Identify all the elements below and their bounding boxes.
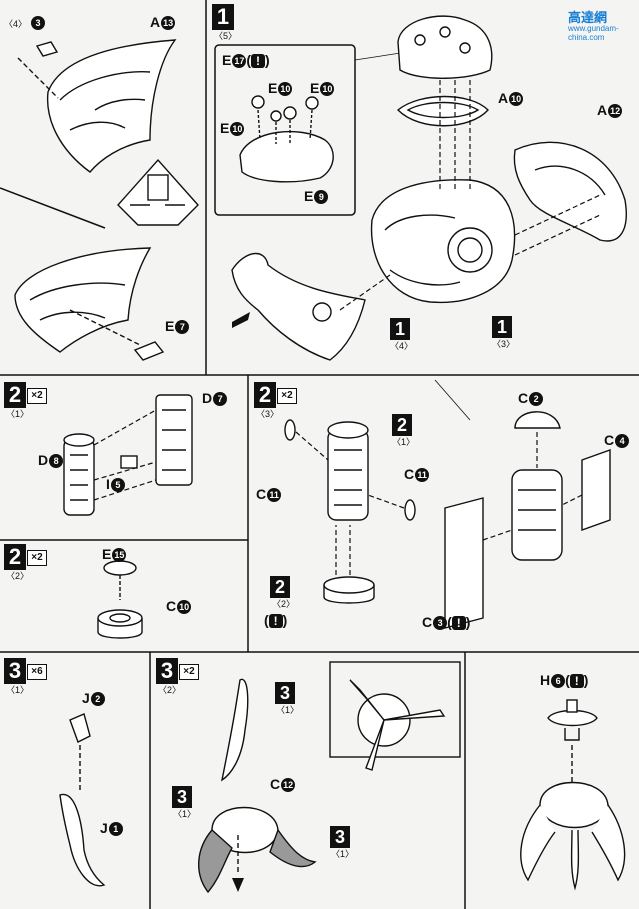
step-2-3-ref-2-sub: 〈2〉 — [272, 599, 296, 609]
back-shell-a12 — [513, 141, 627, 242]
cylinder-d8 — [63, 433, 95, 516]
cylinder-step2c — [284, 419, 416, 604]
step-3-2-ref-2-sub: 〈1〉 — [173, 809, 197, 819]
tripod-assembly — [520, 781, 626, 891]
claw-ref — [220, 678, 249, 782]
step-1-ref-3: 1 — [492, 316, 512, 338]
assembly-lines-2c — [295, 431, 405, 575]
head-core — [370, 179, 516, 304]
step-3-1-mult: ×6 — [27, 664, 47, 680]
step-1-ref-3-sub: 〈3〉 — [492, 339, 516, 349]
head-top-cap — [397, 15, 493, 79]
label-3: 3 — [30, 14, 45, 31]
step-3-2-badge: 3 — [156, 658, 178, 684]
ring-a10 — [396, 95, 489, 127]
step-3-2-ref-1-sub: 〈1〉 — [276, 705, 300, 715]
step-2-3-ref-1-sub: 〈1〉 — [392, 437, 416, 447]
step-3-2-ref-1: 3 — [275, 682, 295, 704]
base-c12 — [198, 806, 317, 894]
step-3-1-badge: 3 — [4, 658, 26, 684]
step-2-3-mult: ×2 — [277, 388, 297, 404]
step-3-2-mult: ×2 — [179, 664, 199, 680]
step-2-1-sub: 〈1〉 — [6, 409, 30, 419]
assembly-c2-c3-c4 — [444, 411, 611, 629]
step-1-ref-4-sub: 〈4〉 — [390, 341, 414, 351]
step-2-3-sub: 〈3〉 — [256, 409, 280, 419]
face-plate — [231, 252, 366, 361]
step-2-2-sub: 〈2〉 — [6, 571, 30, 581]
step-1-badge: 1 — [212, 4, 234, 30]
step-3-2-sub: 〈2〉 — [158, 685, 182, 695]
step-3-2-ref-3: 3 — [330, 826, 350, 848]
base-c10 — [97, 609, 143, 639]
step-2-2-mult: ×2 — [27, 550, 47, 566]
frame-d7 — [155, 394, 193, 486]
detail-inset — [117, 158, 199, 226]
watermark: 高達網 — [568, 10, 608, 25]
step-2-3-badge: 2 — [254, 382, 276, 408]
direction-arrow — [232, 312, 250, 328]
claw-j1-j2 — [59, 713, 106, 887]
step-3-2-ref-2: 3 — [172, 786, 192, 808]
warning-2-3: (!) — [264, 612, 288, 628]
cap-h6 — [547, 699, 598, 785]
step-2-1-mult: ×2 — [27, 388, 47, 404]
step-2-2-badge: 2 — [4, 544, 26, 570]
watermark-url: www.gundam-china.com — [568, 24, 619, 42]
step-3-2-ref-3-sub: 〈1〉 — [331, 849, 355, 859]
step-3-1-sub: 〈1〉 — [6, 685, 30, 695]
assembly-lines-2a — [93, 409, 157, 501]
step-1-sub: 〈5〉 — [214, 31, 238, 41]
step-2-3-ref-1: 2 — [392, 414, 412, 436]
step-2-3-ref-2: 2 — [270, 576, 290, 598]
assembly-lines-step1 — [339, 80, 601, 311]
canopy-lower — [14, 247, 165, 361]
part-i5 — [120, 455, 138, 469]
topleft-sub: 〈4〉 — [4, 19, 28, 29]
top-view-inset — [329, 661, 461, 771]
down-arrow — [232, 878, 244, 892]
step-1-ref-4: 1 — [390, 318, 410, 340]
canopy-a13 — [17, 39, 177, 173]
inset-e9 — [239, 95, 334, 183]
step-2-1-badge: 2 — [4, 382, 26, 408]
disc-e15 — [103, 560, 137, 600]
assembly-lines-c — [482, 432, 583, 541]
